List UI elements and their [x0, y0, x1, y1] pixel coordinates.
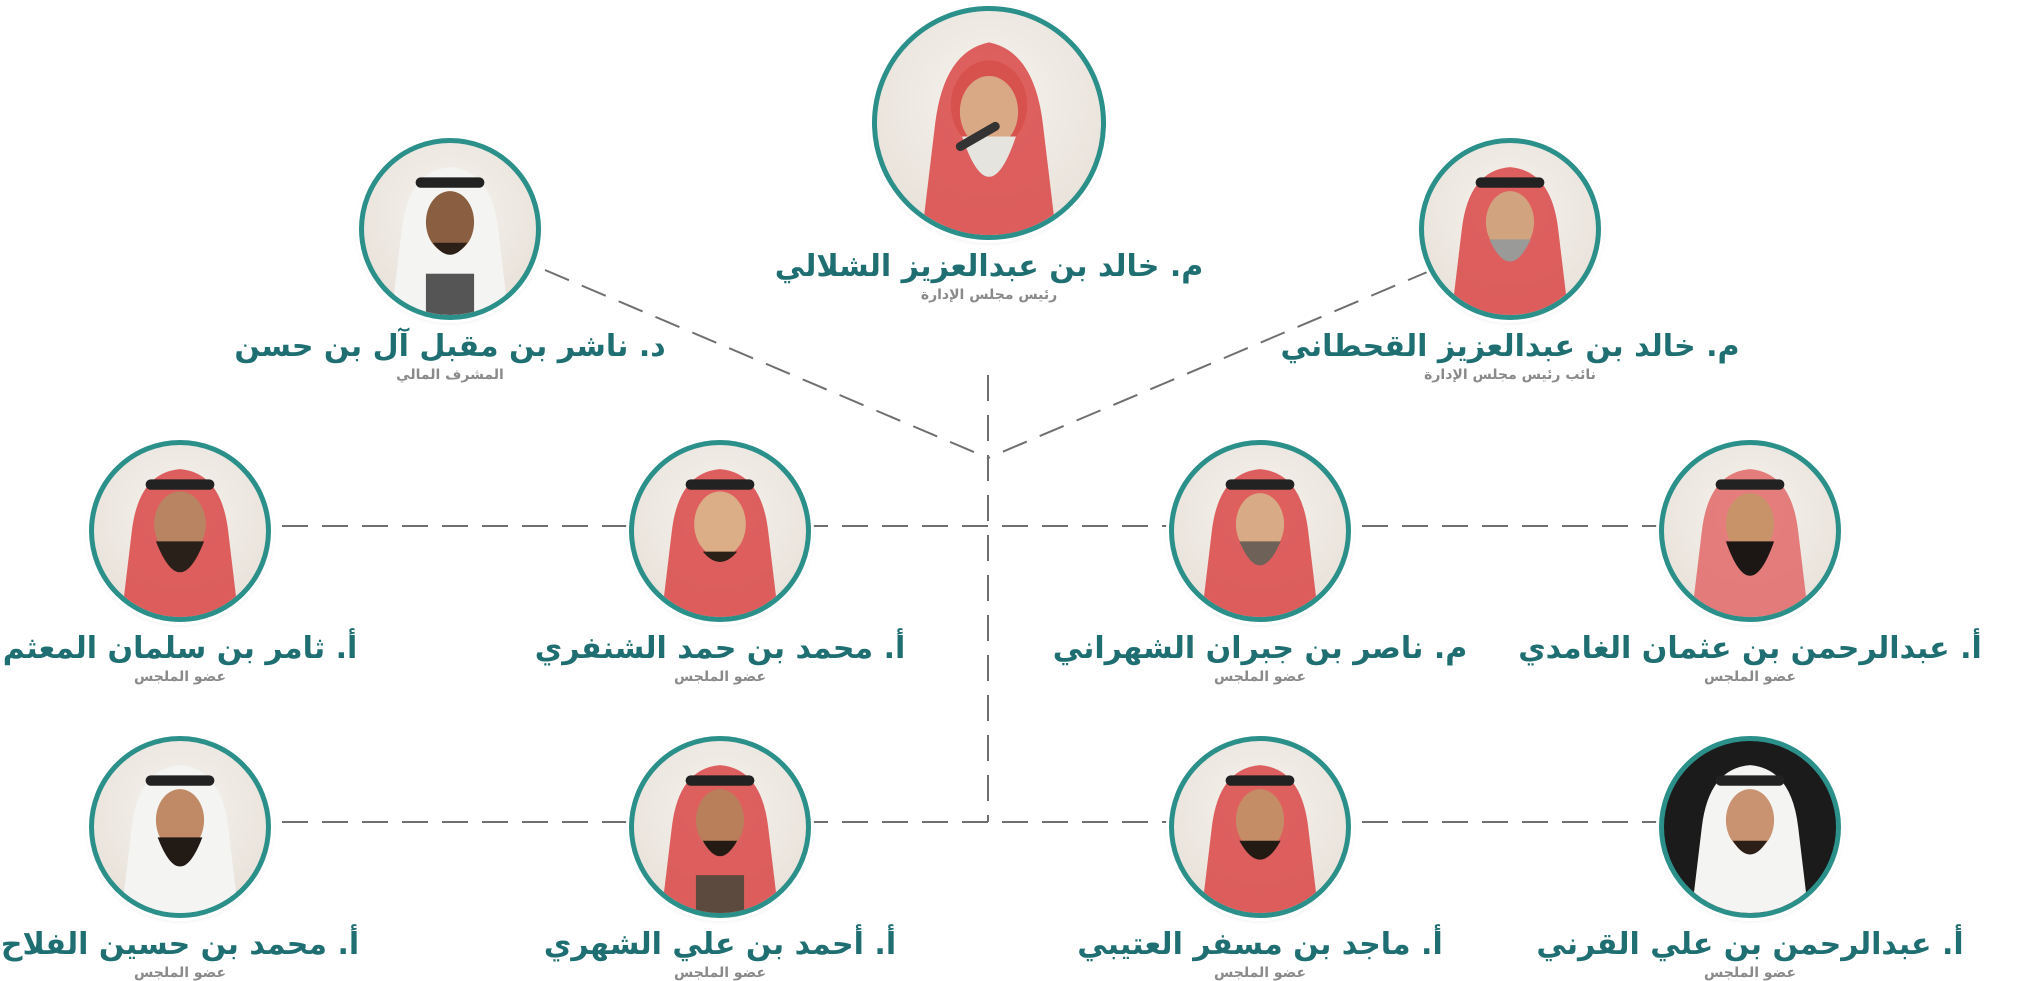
member-name: أ. ماجد بن مسفر العتيبي: [1077, 927, 1443, 962]
member-name: م. ناصر بن جبران الشهراني: [1052, 631, 1468, 666]
member-row1-1: أ. عبدالرحمن بن عثمان الغامدي عضو الملجس: [1518, 440, 1982, 685]
avatar: [359, 138, 541, 320]
avatar: [872, 6, 1106, 240]
avatar: [1419, 138, 1601, 320]
member-financial-supervisor: د. ناشر بن مقبل آل بن حسن المشرف المالي: [234, 138, 666, 383]
avatar: [629, 440, 811, 622]
member-name: م. خالد بن عبدالعزيز الشلالي: [774, 249, 1204, 284]
member-name: أ. محمد بن حسين الفلاح: [0, 927, 360, 962]
member-name: أ. أحمد بن علي الشهري: [543, 927, 897, 962]
avatar: [1659, 736, 1841, 918]
member-role: عضو الملجس: [673, 668, 767, 685]
member-row2-1: أ. عبدالرحمن بن علي القرني عضو الملجس: [1536, 736, 1964, 981]
member-row2-4: أ. محمد بن حسين الفلاح عضو الملجس: [0, 736, 360, 981]
member-row2-3: أ. أحمد بن علي الشهري عضو الملجس: [520, 736, 920, 981]
member-name: أ. عبدالرحمن بن علي القرني: [1536, 927, 1964, 962]
avatar: [629, 736, 811, 918]
member-role: عضو الملجس: [133, 668, 227, 685]
connector-vice-chairman: [987, 269, 1433, 459]
avatar: [1169, 440, 1351, 622]
member-role: رئيس مجلس الإدارة: [920, 286, 1058, 303]
member-row1-2: م. ناصر بن جبران الشهراني عضو الملجس: [1053, 440, 1467, 685]
avatar: [89, 736, 271, 918]
member-row1-3: أ. محمد بن حمد الشنفري عضو الملجس: [520, 440, 920, 685]
member-role: عضو الملجس: [1213, 964, 1307, 981]
member-vice-chairman: م. خالد بن عبدالعزيز القحطاني نائب رئيس …: [1281, 138, 1739, 383]
avatar: [89, 440, 271, 622]
member-role: نائب رئيس مجلس الإدارة: [1424, 366, 1596, 383]
member-role: عضو الملجس: [133, 964, 227, 981]
member-role: عضو الملجس: [1213, 668, 1307, 685]
member-name: م. خالد بن عبدالعزيز القحطاني: [1280, 329, 1740, 364]
member-role: عضو الملجس: [1703, 964, 1797, 981]
member-row2-2: أ. ماجد بن مسفر العتيبي عضو الملجس: [1060, 736, 1460, 981]
member-name: د. ناشر بن مقبل آل بن حسن: [234, 329, 666, 364]
connector-supervisor: [544, 269, 989, 459]
member-role: عضو الملجس: [673, 964, 767, 981]
avatar: [1169, 736, 1351, 918]
member-row1-4: أ. ثامر بن سلمان المعثم عضو الملجس: [0, 440, 360, 685]
member-role: عضو الملجس: [1703, 668, 1797, 685]
member-chairman: م. خالد بن عبدالعزيز الشلالي رئيس مجلس ا…: [775, 6, 1203, 303]
member-role: المشرف المالي: [396, 366, 504, 383]
member-name: أ. محمد بن حمد الشنفري: [534, 631, 906, 666]
member-name: أ. ثامر بن سلمان المعثم: [2, 631, 358, 666]
member-name: أ. عبدالرحمن بن عثمان الغامدي: [1518, 631, 1982, 666]
avatar: [1659, 440, 1841, 622]
